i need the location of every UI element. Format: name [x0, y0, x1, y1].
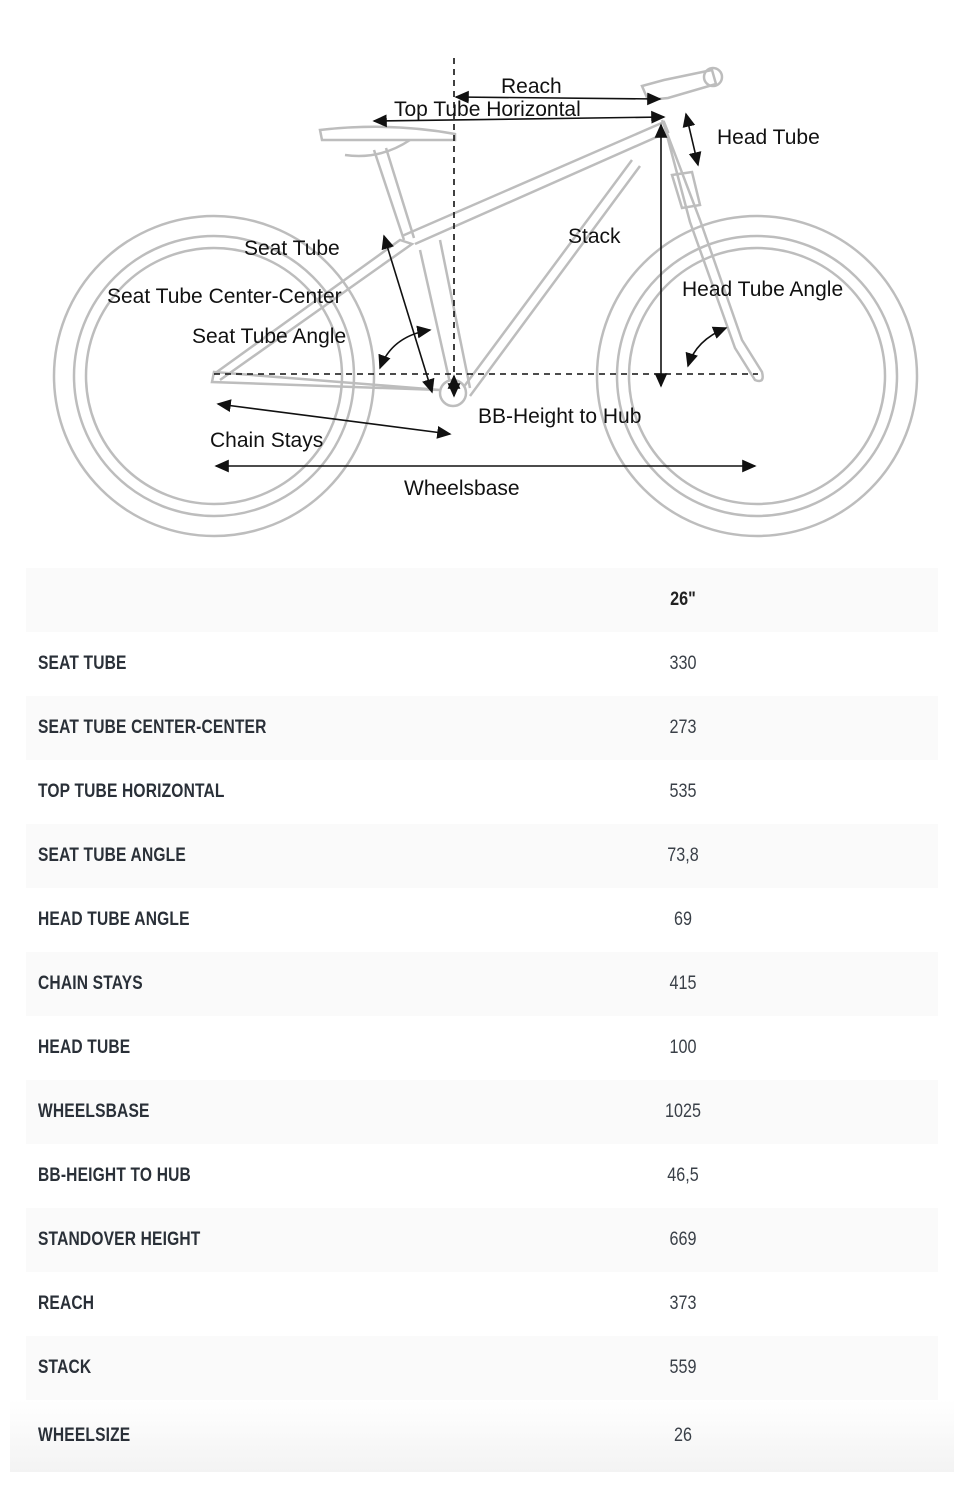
measurement-lines — [214, 58, 758, 473]
bike-geometry-diagram: Reach Top Tube Horizontal Head Tube Stac… — [52, 58, 919, 538]
label-seat-tube: Seat Tube — [244, 237, 340, 260]
table-row: WHEELSIZE 26 — [10, 1400, 954, 1472]
row-label: WHEELSBASE — [38, 1101, 150, 1122]
row-value: 46,5 — [667, 1165, 699, 1186]
table-row: SEAT TUBE ANGLE 73,8 — [26, 824, 938, 888]
label-bb-height-to-hub: BB-Height to Hub — [478, 405, 641, 428]
row-label: WHEELSIZE — [38, 1425, 131, 1446]
row-label: BB-HEIGHT TO HUB — [38, 1165, 191, 1186]
table-row: STANDOVER HEIGHT 669 — [26, 1208, 938, 1272]
row-label: SEAT TUBE — [38, 653, 127, 674]
label-stack: Stack — [568, 225, 621, 248]
row-label: TOP TUBE HORIZONTAL — [38, 781, 225, 802]
label-head-tube: Head Tube — [717, 126, 820, 149]
row-label: SEAT TUBE CENTER-CENTER — [38, 717, 267, 738]
table-row: STACK 559 — [26, 1336, 938, 1400]
label-seat-tube-center-center: Seat Tube Center-Center — [107, 285, 342, 308]
row-value: 73,8 — [667, 845, 699, 866]
label-seat-tube-angle: Seat Tube Angle — [192, 325, 346, 348]
table-row: CHAIN STAYS 415 — [26, 952, 938, 1016]
row-value: 273 — [669, 717, 697, 738]
table-row: SEAT TUBE CENTER-CENTER 273 — [26, 696, 938, 760]
table-header-row: 26" — [26, 568, 938, 632]
table-row: TOP TUBE HORIZONTAL 535 — [26, 760, 938, 824]
row-label: SEAT TUBE ANGLE — [38, 845, 186, 866]
row-value: 1025 — [665, 1101, 701, 1122]
row-value: 415 — [669, 973, 697, 994]
label-top-tube-horizontal: Top Tube Horizontal — [394, 98, 581, 121]
row-value: 535 — [669, 781, 697, 802]
row-label: REACH — [38, 1293, 95, 1314]
row-label: STACK — [38, 1357, 92, 1378]
table-row: SEAT TUBE 330 — [26, 632, 938, 696]
table-row: WHEELSBASE 1025 — [26, 1080, 938, 1144]
label-wheelsbase: Wheelsbase — [404, 477, 520, 500]
row-value: 373 — [669, 1293, 697, 1314]
table-row: HEAD TUBE ANGLE 69 — [26, 888, 938, 952]
size-header-text: 26" — [670, 589, 696, 610]
row-value: 69 — [674, 909, 692, 930]
row-value: 330 — [669, 653, 697, 674]
rear-wheel — [52, 214, 376, 538]
row-value: 669 — [669, 1229, 697, 1250]
row-label: HEAD TUBE ANGLE — [38, 909, 190, 930]
row-label: HEAD TUBE — [38, 1037, 131, 1058]
row-label: STANDOVER HEIGHT — [38, 1229, 201, 1250]
label-chain-stays: Chain Stays — [210, 429, 323, 452]
row-label: CHAIN STAYS — [38, 973, 143, 994]
table-row: BB-HEIGHT TO HUB 46,5 — [26, 1144, 938, 1208]
table-row: REACH 373 — [26, 1272, 938, 1336]
front-wheel — [595, 214, 919, 538]
table-row: HEAD TUBE 100 — [26, 1016, 938, 1080]
row-value: 26 — [674, 1425, 692, 1446]
label-head-tube-angle: Head Tube Angle — [682, 278, 843, 301]
row-value: 559 — [669, 1357, 697, 1378]
geometry-table: 26" SEAT TUBE 330 SEAT TUBE CENTER-CENTER… — [10, 568, 954, 1472]
label-reach: Reach — [501, 75, 562, 98]
row-value: 100 — [669, 1037, 697, 1058]
